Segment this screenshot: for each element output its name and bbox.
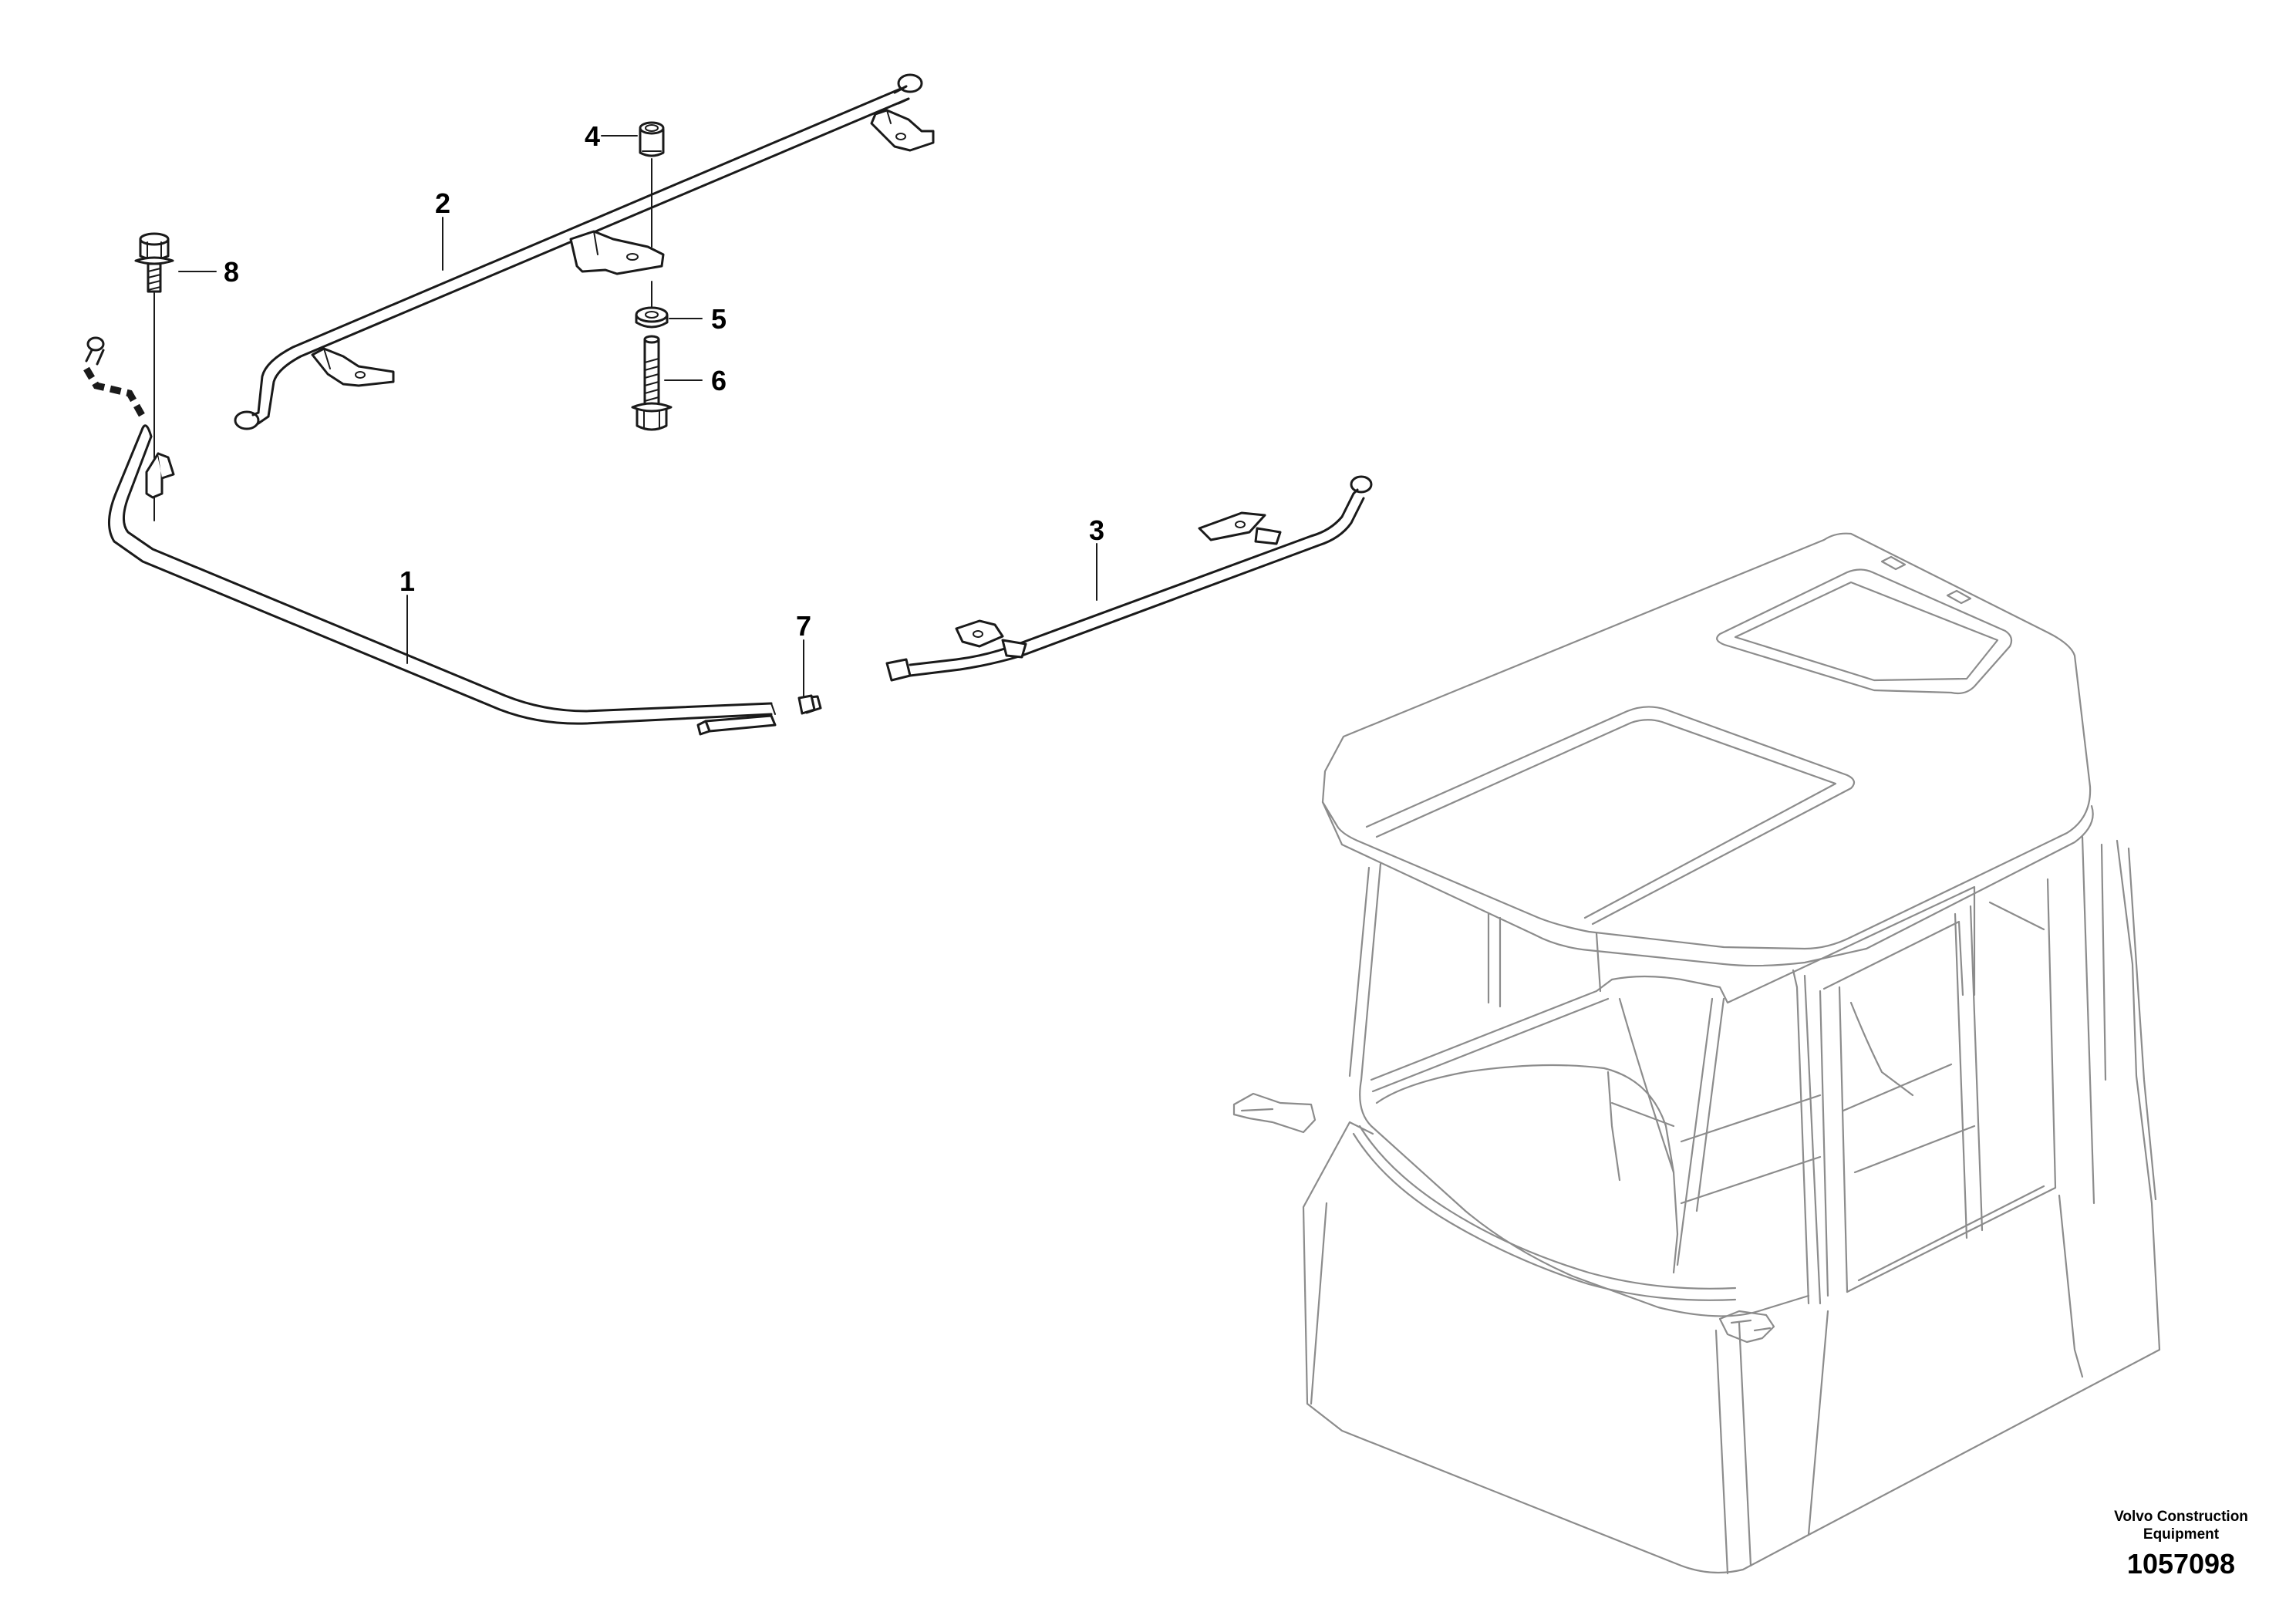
part-2-tube [234, 73, 935, 430]
leader-lines [178, 135, 1097, 696]
callout-2: 2 [435, 187, 450, 219]
credit-block: Volvo Construction Equipment 1057098 [2114, 1509, 2248, 1580]
part-7-cap [797, 694, 816, 715]
callout-5: 5 [711, 303, 727, 335]
part-5-washer [635, 281, 669, 329]
part-8-bolt [134, 232, 174, 521]
part-1-tube [83, 336, 822, 736]
cab-illustration [1232, 532, 2161, 1575]
callout-4: 4 [585, 120, 600, 152]
callout-3: 3 [1089, 514, 1104, 546]
illustration-number: 1057098 [2127, 1548, 2235, 1580]
part-4-spacer [639, 121, 665, 248]
callout-6: 6 [711, 365, 727, 396]
callout-7: 7 [796, 610, 811, 642]
part-6-bolt [631, 335, 673, 431]
part-3-tube [885, 475, 1373, 682]
credit-line-1: Volvo Construction [2114, 1509, 2248, 1525]
callout-8: 8 [224, 256, 239, 288]
credit-line-2: Equipment [2143, 1526, 2220, 1543]
callout-labels: 1 2 3 4 5 6 7 8 [224, 120, 1104, 642]
callout-1: 1 [400, 565, 415, 597]
